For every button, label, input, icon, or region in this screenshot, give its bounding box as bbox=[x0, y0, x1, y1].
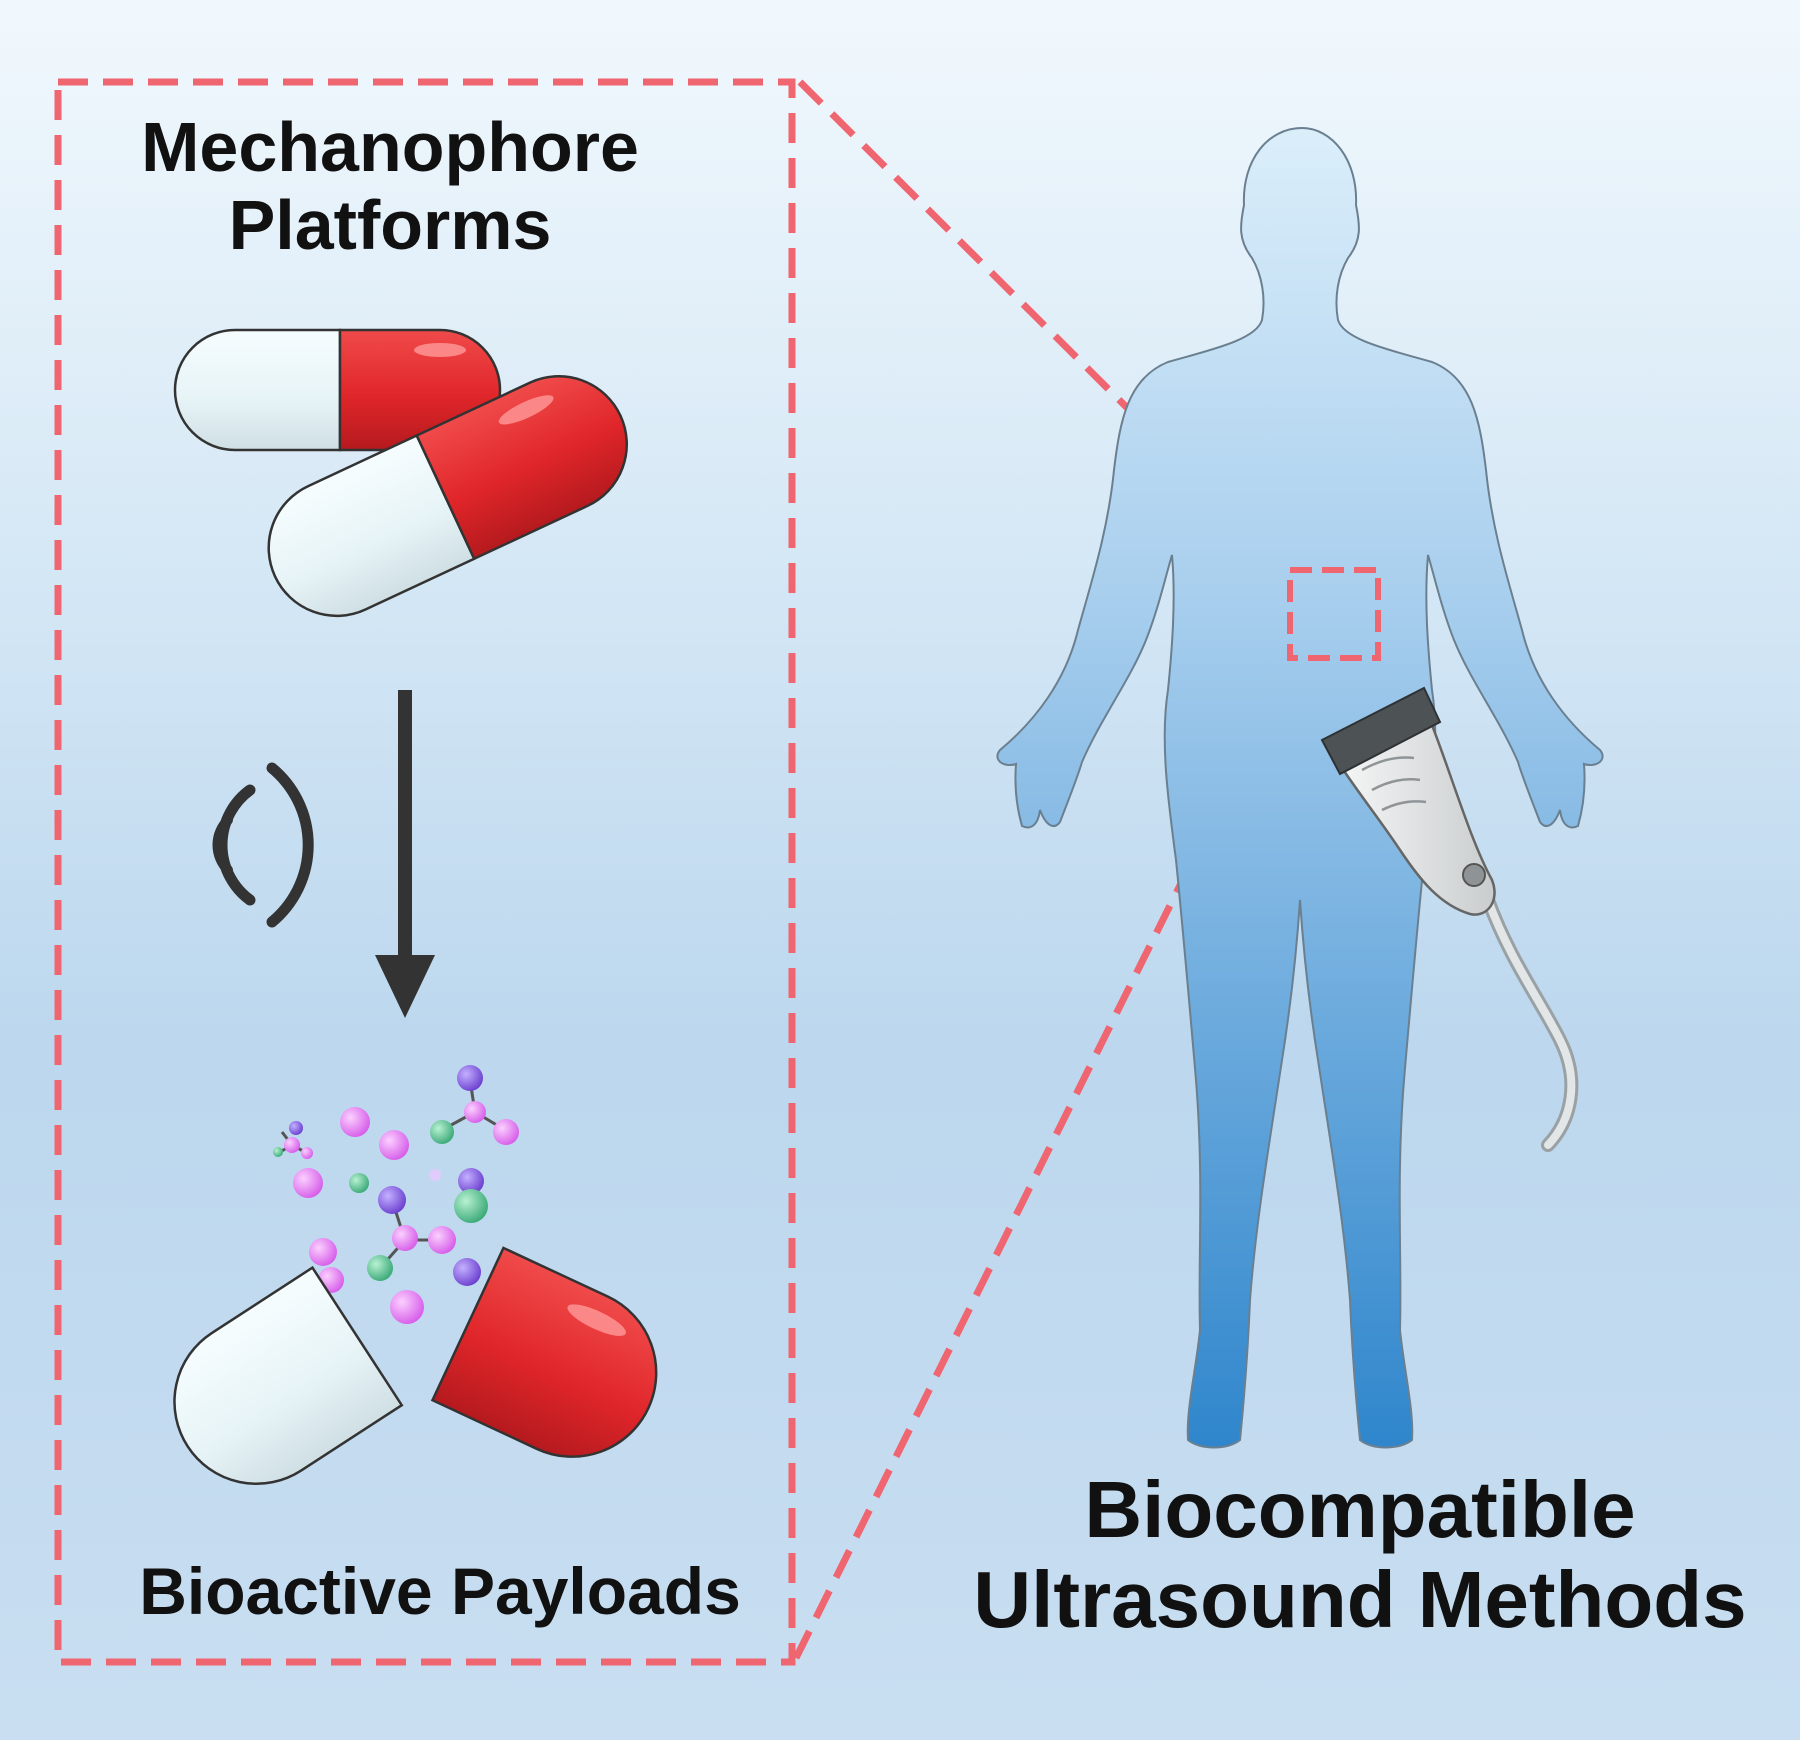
mechanophore-platforms-title: Mechanophore Platforms bbox=[80, 108, 700, 265]
zoom-line-top bbox=[797, 79, 1293, 573]
title-line-1: Biocompatible bbox=[1084, 1465, 1636, 1554]
bioactive-payloads-title: Bioactive Payloads bbox=[139, 1554, 741, 1628]
payload-molecules bbox=[273, 1065, 519, 1324]
target-region-box bbox=[1287, 567, 1381, 661]
dashed-callout-box bbox=[54, 78, 796, 1666]
title-line-2: Platforms bbox=[228, 186, 552, 265]
capsule-half-red bbox=[430, 1246, 658, 1458]
ultrasound-probe-icon bbox=[1320, 686, 1579, 1152]
human-body-icon bbox=[996, 126, 1604, 1449]
title-line-1: Mechanophore bbox=[141, 108, 639, 186]
title-line-2: Ultrasound Methods bbox=[973, 1554, 1747, 1644]
sound-wave-icon bbox=[212, 762, 314, 928]
capsule-icon bbox=[267, 375, 628, 618]
ultrasound-methods-title: Biocompatible Ultrasound Methods bbox=[930, 1465, 1790, 1644]
down-arrow-icon bbox=[375, 690, 435, 1018]
capsule-half-white bbox=[173, 1265, 404, 1485]
